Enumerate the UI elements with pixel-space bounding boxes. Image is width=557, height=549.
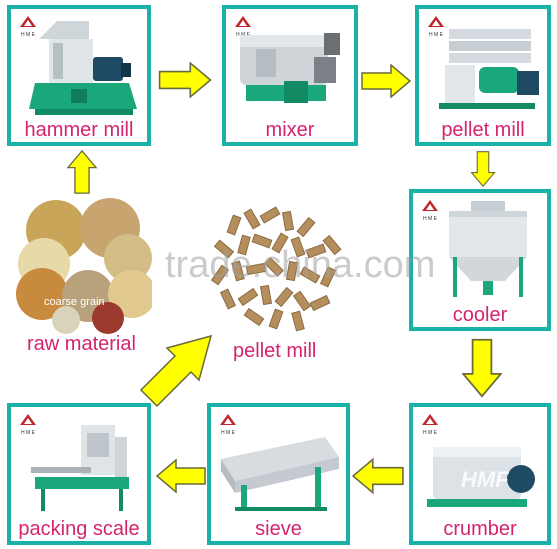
arrow-left-icon <box>156 458 206 494</box>
mixer-image <box>240 33 340 103</box>
step-mixer: mixer <box>222 5 358 146</box>
crumber-overlay-text: HMF <box>461 467 509 492</box>
step-cooler: cooler <box>409 189 551 331</box>
arrow-right-icon <box>157 62 213 98</box>
sieve-image <box>221 437 339 511</box>
pellets-image <box>210 206 342 332</box>
packing-scale-label: packing scale <box>18 518 140 540</box>
pellet-mill-image <box>439 29 539 109</box>
pellet-mill-label: pellet mill <box>441 119 525 141</box>
hammer-mill-label: hammer mill <box>24 119 134 141</box>
step-sieve: sieve <box>207 403 350 545</box>
cooler-label: cooler <box>452 304 508 326</box>
hammer-mill-image <box>29 21 137 115</box>
arrow-down-icon <box>466 151 500 187</box>
step-crumber: HMF crumber <box>409 403 551 545</box>
step-hammer-mill: hammer mill <box>7 5 151 146</box>
arrow-up-icon <box>65 150 99 194</box>
step-pellet-mill: pellet mill <box>415 5 551 146</box>
cooler-image <box>449 201 527 297</box>
crumber-label: crumber <box>443 518 517 540</box>
raw-material-label: raw material <box>27 333 136 355</box>
sieve-label: sieve <box>255 518 302 540</box>
arrow-diagonal-icon <box>139 334 213 408</box>
watermark-text: trade.china.com <box>165 244 436 286</box>
crumber-image: HMF <box>427 447 535 507</box>
coarse-grain-text: coarse grain <box>44 296 105 308</box>
step-packing-scale: packing scale <box>7 403 151 545</box>
raw-material-image <box>16 198 152 334</box>
pellet-mill-center-label: pellet mill <box>233 340 317 362</box>
packing-scale-image <box>31 425 129 511</box>
arrow-down-icon <box>462 337 502 399</box>
mixer-label: mixer <box>265 119 315 141</box>
arrow-left-icon <box>352 458 404 494</box>
arrow-right-icon <box>361 64 411 98</box>
